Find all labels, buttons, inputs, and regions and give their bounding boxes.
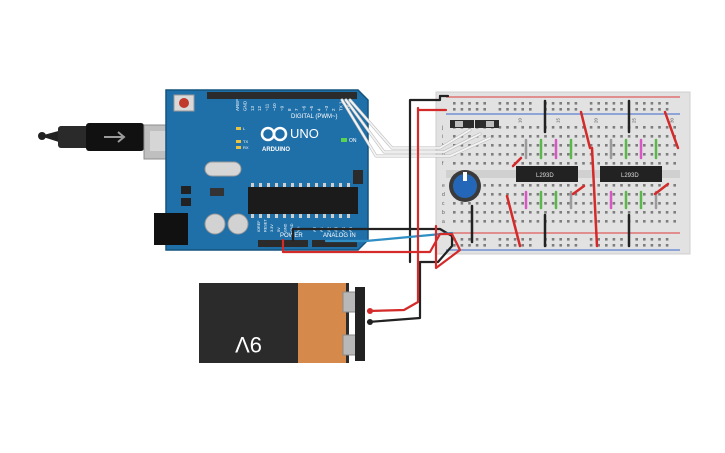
column-number: 15 (555, 117, 560, 123)
power-pin-label: GND (283, 223, 287, 232)
power-jumpers (505, 110, 680, 248)
l-label: L (243, 126, 246, 131)
power-pin-label: 5V (277, 227, 281, 232)
row-letter: j (441, 125, 443, 131)
row-letter: f (442, 161, 444, 167)
digital-pin-label: GND (242, 100, 247, 111)
chip-1-label: L293D (536, 173, 554, 179)
ground-jumpers (470, 99, 631, 248)
row-letter: b (442, 210, 445, 216)
on-label: ON (349, 138, 357, 144)
row-letter: c (442, 201, 445, 207)
digital-pin-label: AREF (235, 99, 240, 111)
digital-pin-label: ~10 (272, 103, 277, 111)
column-number: 20 (593, 117, 598, 123)
rx-label: RX (243, 145, 249, 150)
potentiometer-icon[interactable] (449, 170, 481, 202)
power-label: POWER (280, 233, 303, 239)
digital-pin-label: ~11 (265, 103, 270, 111)
digital-pin-label: ~3 (324, 105, 329, 111)
analog-label: ANALOG IN (323, 233, 356, 239)
column-number: 25 (631, 117, 636, 123)
chip-2-label: L293D (621, 173, 639, 179)
digital-pin-label: TX 1 (339, 101, 344, 111)
battery-label: 9V (235, 332, 262, 357)
power-pin-label: 3.3V (270, 224, 274, 232)
row-letter: d (442, 192, 445, 198)
infinity-logo-icon (260, 126, 288, 142)
power-pin-label: RESET (264, 219, 268, 232)
digital-pin-label: ~5 (309, 105, 314, 111)
digital-pin-label: 13 (250, 105, 255, 111)
battery-9v[interactable]: 9V (199, 283, 373, 363)
row-letter: i (442, 134, 443, 140)
tx-label: TX (243, 139, 248, 144)
digital-pin-label: 2 (331, 108, 336, 111)
column-number: 30 (669, 117, 674, 123)
row-letter: a (442, 219, 445, 225)
arduino-board[interactable]: ARDUINO UNO DIGITAL (PWM~) POWER ANALOG … (154, 89, 369, 251)
digital-pin-label: ~9 (279, 105, 284, 111)
digital-pin-label: 4 (316, 108, 321, 111)
wires (281, 94, 492, 324)
digital-pin-label: 8 (287, 108, 292, 111)
power-pin-label: IOREF (257, 220, 261, 232)
arduino-model-text: UNO (290, 126, 319, 141)
power-pin-label: GND (290, 223, 294, 232)
digital-label: DIGITAL (PWM~) (291, 114, 338, 120)
usb-cable-icon[interactable] (38, 123, 173, 160)
reset-button-icon[interactable] (173, 94, 195, 112)
digital-pin-label: 7 (294, 108, 299, 111)
breadboard-holes (453, 102, 676, 247)
column-number: 10 (517, 117, 522, 123)
short-jumpers (524, 138, 658, 210)
digital-pin-label: ~6 (302, 105, 307, 111)
motor-driver-chip-2[interactable]: L293D (600, 166, 662, 182)
motor-driver-chip-1[interactable]: L293D (516, 166, 578, 182)
arduino-brand-text: ARDUINO (262, 147, 290, 153)
slide-switch-icon[interactable] (450, 120, 499, 128)
digital-pin-label: 12 (257, 105, 262, 111)
row-letter: e (442, 183, 445, 189)
